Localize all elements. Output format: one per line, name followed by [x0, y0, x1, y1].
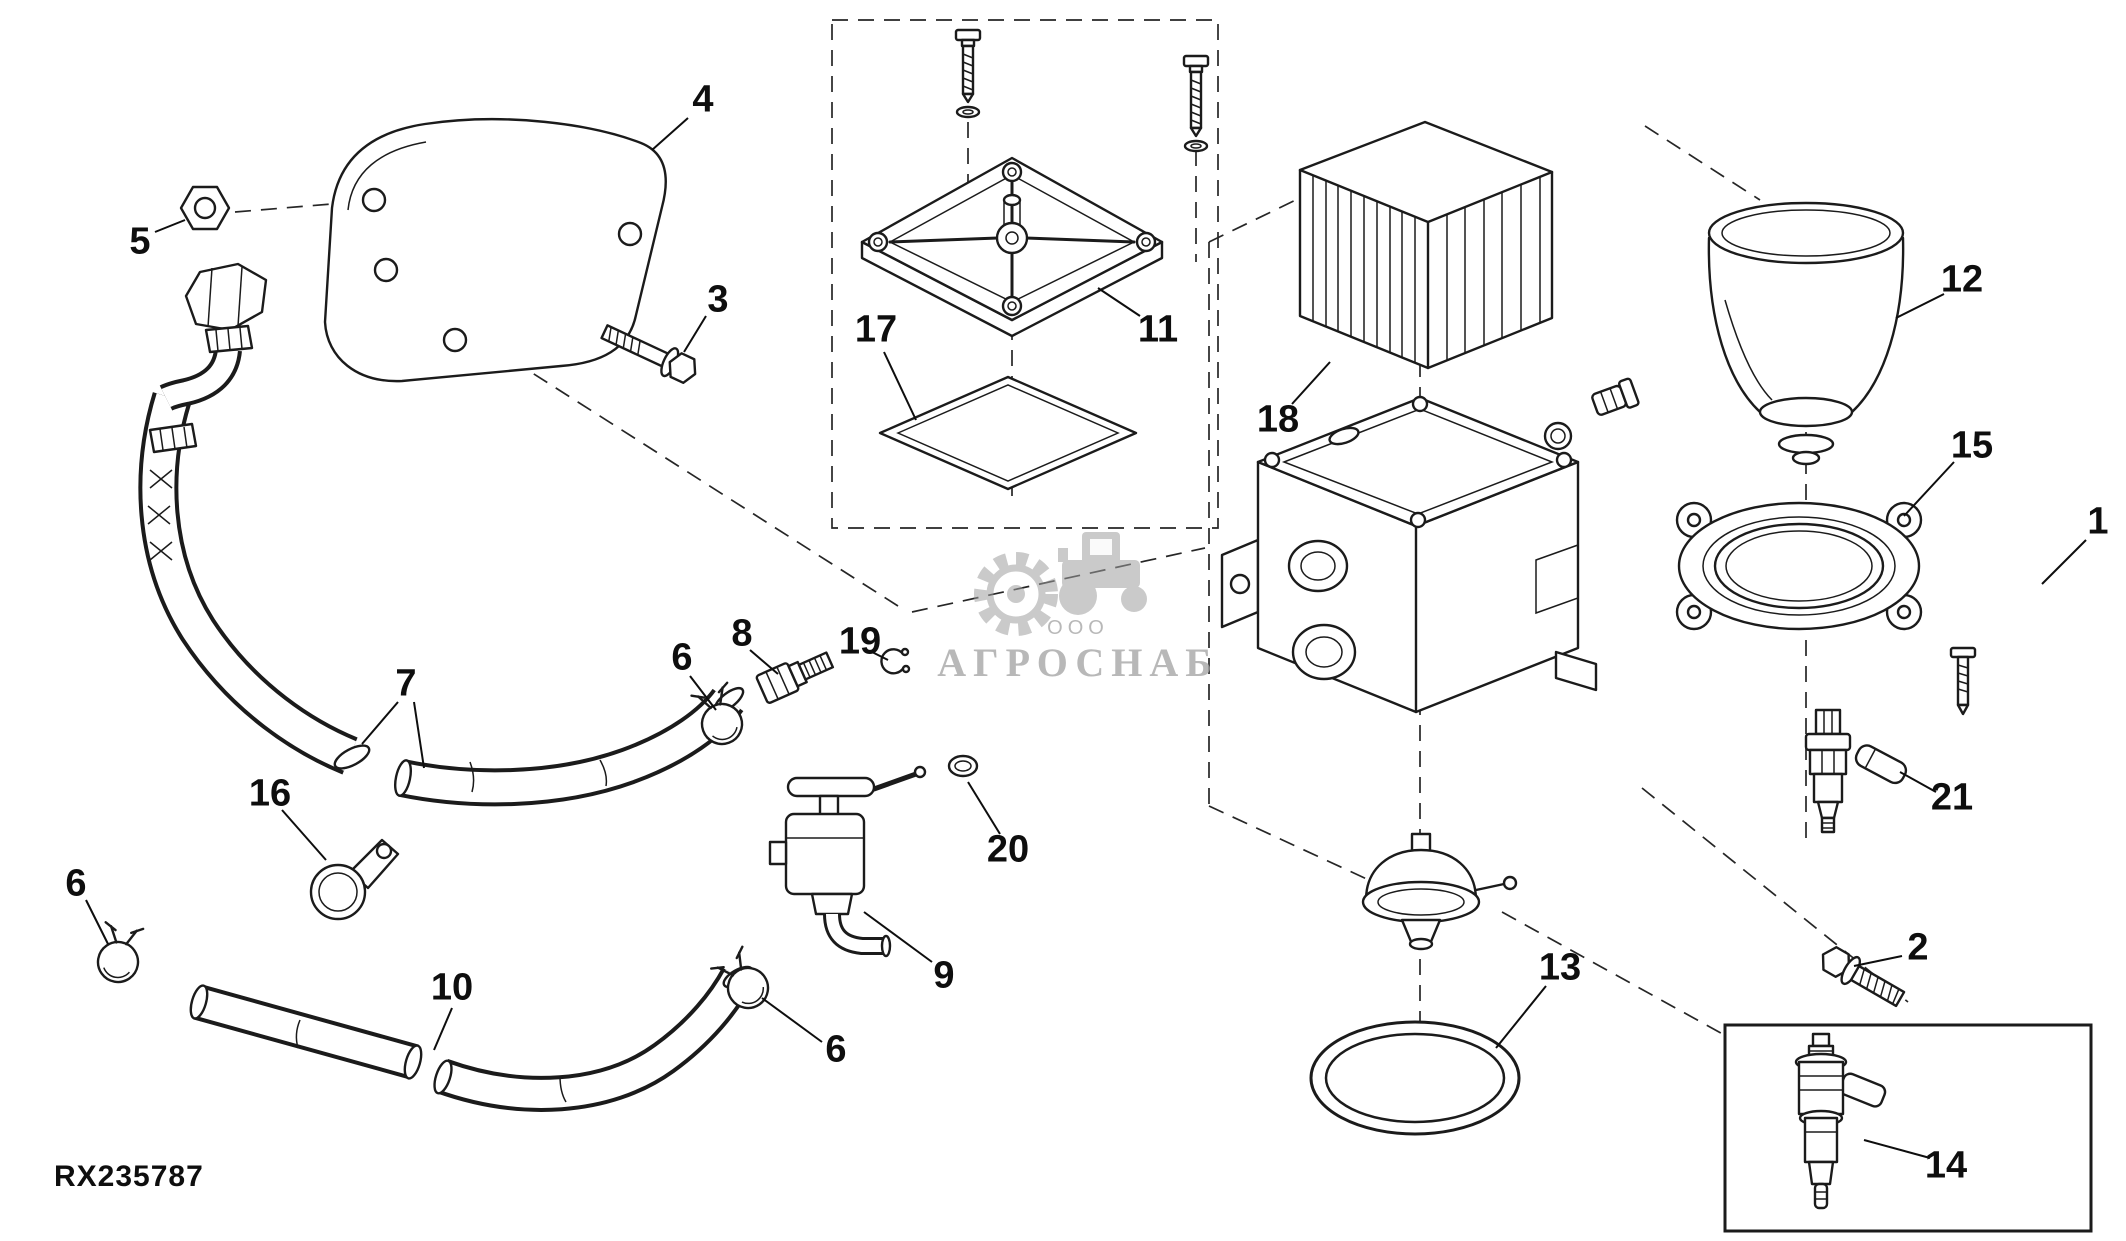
hose-braid-texture — [147, 469, 173, 561]
leader-line-3 — [683, 315, 707, 353]
flange-ring-part15 — [1675, 501, 1923, 631]
leader-line-2 — [1853, 955, 1903, 967]
hose-clamp-part6-b — [96, 921, 145, 984]
washer-part20 — [947, 754, 979, 778]
leader-line-7 — [413, 701, 425, 769]
plug-and-oring — [1543, 377, 1640, 451]
cover-screw-b — [1182, 54, 1210, 153]
leader-line-18 — [1291, 361, 1331, 405]
leader-line-19 — [871, 651, 889, 661]
watermark-logo — [974, 532, 1147, 636]
bolt-part2 — [1821, 946, 1906, 1008]
hose-clamp-part6-a — [690, 681, 744, 746]
injector-part21 — [1804, 708, 1908, 834]
leader-line-15 — [1903, 461, 1955, 517]
cup-part12 — [1707, 201, 1905, 466]
fitting-part8 — [755, 651, 835, 704]
mounting-plate-part4 — [323, 117, 667, 383]
leader-line-6c — [761, 997, 823, 1043]
clip-part19 — [880, 647, 911, 675]
filter-housing-body — [1220, 395, 1598, 714]
leader-line-16 — [281, 809, 327, 861]
leader-line-11 — [1097, 287, 1141, 317]
leader-line-6a — [689, 675, 717, 711]
small-screw — [1949, 646, 1977, 716]
leader-line-12 — [1895, 293, 1945, 319]
oring-part13 — [1309, 1020, 1521, 1136]
leader-line-9 — [863, 911, 933, 963]
watermark: ООО АГРОСНАБ — [902, 616, 1254, 686]
reference-code: RX235787 — [54, 1160, 204, 1193]
watermark-company-prefix: ООО — [1047, 617, 1109, 639]
leader-line-20 — [967, 781, 1001, 835]
cover-plate-part11 — [860, 156, 1164, 338]
inset-box-part14 — [1723, 1023, 2093, 1233]
clamp-part16 — [309, 838, 400, 921]
tractor-icon — [1058, 532, 1147, 615]
hose-clamp-part6-c — [710, 945, 770, 1010]
leader-line-21 — [1899, 771, 1937, 793]
float-part13 — [1361, 832, 1518, 951]
leader-line-14 — [1863, 1139, 1931, 1159]
injector-part14 — [1794, 1032, 1887, 1210]
gear-icon — [974, 552, 1058, 636]
filter-pleats — [1312, 175, 1541, 363]
hoses-part10 — [189, 965, 754, 1112]
leader-line-13 — [1495, 985, 1547, 1049]
leader-line-10 — [433, 1007, 453, 1051]
leader-line-1 — [2041, 539, 2087, 585]
tractor-window — [1090, 539, 1112, 555]
leader-line-7 — [361, 701, 399, 745]
filter-element-part18 — [1298, 120, 1554, 370]
leader-line-17 — [883, 351, 917, 421]
leader-line-6b — [85, 899, 109, 945]
valve-part9 — [768, 765, 927, 958]
leader-line-8 — [749, 649, 779, 675]
cover-screw-a — [954, 28, 982, 119]
gasket-part17 — [878, 375, 1138, 491]
leader-lines — [85, 117, 2087, 1159]
leader-line-4 — [651, 117, 689, 151]
watermark-company-name: АГРОСНАБ — [937, 640, 1219, 685]
leader-line-5 — [154, 219, 186, 233]
nut-part5 — [179, 185, 231, 231]
bolt-part3 — [600, 324, 697, 384]
